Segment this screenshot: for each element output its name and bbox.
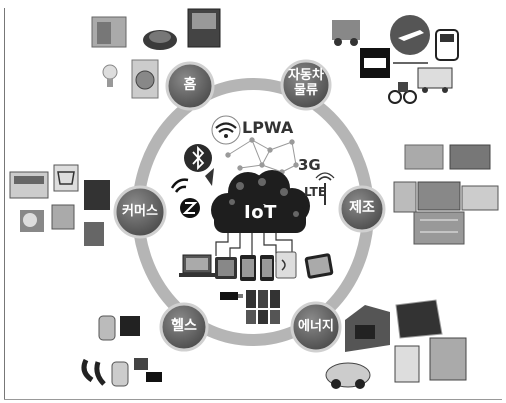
zigbee-icon — [170, 178, 200, 218]
commerce-images — [9, 164, 110, 246]
node-energy-label: 에너지 — [298, 319, 334, 334]
auto-logistics-images — [332, 15, 459, 104]
node-home-label: 홈 — [183, 77, 197, 93]
node-manufacturing — [338, 185, 386, 233]
device-tablet-2 — [304, 253, 334, 279]
lte-label: LTE — [304, 185, 327, 199]
cloud-icon — [211, 170, 310, 233]
device-phone-2 — [260, 255, 274, 281]
frame-left-line — [4, 8, 5, 400]
device-phones-grid — [246, 290, 280, 324]
network-graph — [225, 137, 299, 175]
device-tablet-1 — [215, 257, 237, 279]
device-phone-1 — [240, 255, 256, 281]
bluetooth-icon — [184, 144, 212, 172]
device-usb — [220, 292, 243, 300]
node-health — [159, 302, 209, 352]
home-appliances — [91, 8, 221, 99]
node-home — [165, 61, 215, 111]
energy-images — [325, 299, 467, 389]
frame-bottom-line — [4, 399, 502, 400]
node-auto-label-line2: 물류 — [294, 83, 318, 98]
node-auto — [280, 59, 332, 111]
node-auto-label-line1: 자동차 — [288, 68, 324, 83]
antenna-3g-icon — [205, 168, 214, 186]
health-images — [81, 315, 162, 387]
lte-antenna-icon — [315, 172, 335, 205]
device-speaker — [275, 251, 297, 279]
center-iot-label: IoT — [244, 202, 277, 223]
node-commerce-label: 커머스 — [122, 204, 158, 219]
node-health-label: 헬스 — [171, 318, 197, 334]
manufacturing-images — [393, 144, 499, 245]
wifi-icon — [211, 115, 241, 145]
lpwa-label: LPWA — [242, 118, 294, 137]
node-auto-label: 자동차 물류 — [284, 68, 328, 98]
device-laptop — [179, 254, 215, 277]
node-manufacturing-label: 제조 — [349, 200, 375, 216]
node-energy — [290, 301, 342, 353]
node-commerce — [113, 185, 167, 239]
3g-label: 3G — [298, 156, 321, 174]
